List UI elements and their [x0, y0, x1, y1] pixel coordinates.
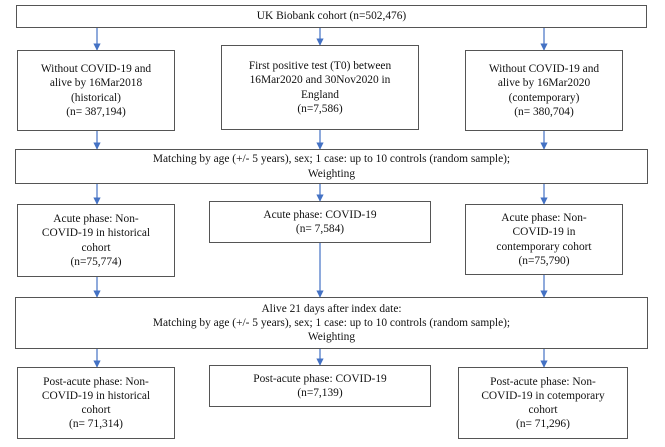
- post-historical-line-1: Post-acute phase: Non-: [43, 375, 149, 388]
- contemporary-box: Without COVID-19 and alive by 16Mar2020 …: [465, 50, 623, 131]
- post-contemporary-line-1: Post-acute phase: Non-: [490, 375, 596, 388]
- contemporary-line-2: alive by 16Mar2020: [497, 77, 591, 90]
- acute-historical-box: Acute phase: Non- COVID-19 in historical…: [17, 204, 175, 277]
- covid-line-3: England: [301, 88, 339, 101]
- post-contemporary-line-2: COVID-19 in cotemporary: [481, 389, 605, 402]
- acute-historical-line-2: COVID-19 in historical: [41, 227, 151, 240]
- matching-1-line-2: Weighting: [307, 167, 356, 180]
- historical-line-3: (historical): [71, 91, 121, 104]
- acute-covid-box: Acute phase: COVID-19 (n= 7,584): [209, 201, 431, 243]
- acute-historical-line-3: cohort: [81, 241, 111, 254]
- acute-historical-line-1: Acute phase: Non-: [53, 213, 139, 226]
- covid-line-1: First positive test (T0) between: [248, 60, 392, 73]
- post-historical-line-2: COVID-19 in historical: [41, 389, 151, 402]
- historical-box: Without COVID-19 and alive by 16Mar2018 …: [17, 50, 175, 131]
- post-historical-line-3: cohort: [81, 404, 111, 416]
- covid-count: (n=7,586): [297, 102, 343, 115]
- acute-covid-count: (n= 7,584): [295, 223, 345, 235]
- historical-line-2: alive by 16Mar2018: [49, 77, 143, 90]
- post-covid-box: Post-acute phase: COVID-19 (n=7,139): [209, 365, 431, 407]
- covid-box: First positive test (T0) between 16Mar20…: [221, 45, 419, 130]
- cohort-box: UK Biobank cohort (n=502,476): [16, 5, 647, 28]
- post-historical-box: Post-acute phase: Non- COVID-19 in histo…: [17, 367, 175, 439]
- contemporary-count: (n= 380,704): [514, 105, 574, 118]
- matching-box-1: Matching by age (+/- 5 years), sex; 1 ca…: [15, 149, 648, 184]
- post-covid-count: (n=7,139): [297, 387, 343, 399]
- post-contemporary-count: (n= 71,296): [516, 418, 570, 431]
- acute-contemporary-line-2: COVID-19 in: [512, 226, 576, 239]
- matching-box-2: Alive 21 days after index date: Matching…: [15, 297, 648, 349]
- matching-2-line-1: Alive 21 days after index date:: [261, 302, 402, 315]
- matching-2-line-3: Weighting: [307, 331, 356, 344]
- historical-count: (n= 387,194): [66, 105, 126, 118]
- cohort-line-1: UK Biobank cohort (n=502,476): [256, 10, 407, 23]
- acute-contemporary-box: Acute phase: Non- COVID-19 in contempora…: [465, 204, 623, 275]
- post-historical-count: (n= 71,314): [69, 418, 123, 431]
- matching-2-line-2: Matching by age (+/- 5 years), sex; 1 ca…: [152, 316, 511, 329]
- acute-contemporary-line-3: contemporary cohort: [496, 240, 592, 253]
- contemporary-line-3: (contemporary): [508, 91, 580, 104]
- historical-line-1: Without COVID-19 and: [40, 63, 152, 76]
- post-covid-line-1: Post-acute phase: COVID-19: [253, 372, 387, 385]
- matching-1-line-1: Matching by age (+/- 5 years), sex; 1 ca…: [152, 153, 511, 166]
- acute-historical-count: (n=75,774): [70, 255, 122, 268]
- post-contemporary-line-3: cohort: [528, 404, 558, 416]
- acute-contemporary-count: (n=75,790): [518, 254, 570, 267]
- acute-contemporary-line-1: Acute phase: Non-: [501, 212, 587, 225]
- acute-covid-line-1: Acute phase: COVID-19: [263, 208, 377, 221]
- post-contemporary-box: Post-acute phase: Non- COVID-19 in cotem…: [458, 367, 628, 439]
- covid-line-2: 16Mar2020 and 30Nov2020 in: [249, 74, 391, 87]
- contemporary-line-1: Without COVID-19 and: [488, 63, 600, 76]
